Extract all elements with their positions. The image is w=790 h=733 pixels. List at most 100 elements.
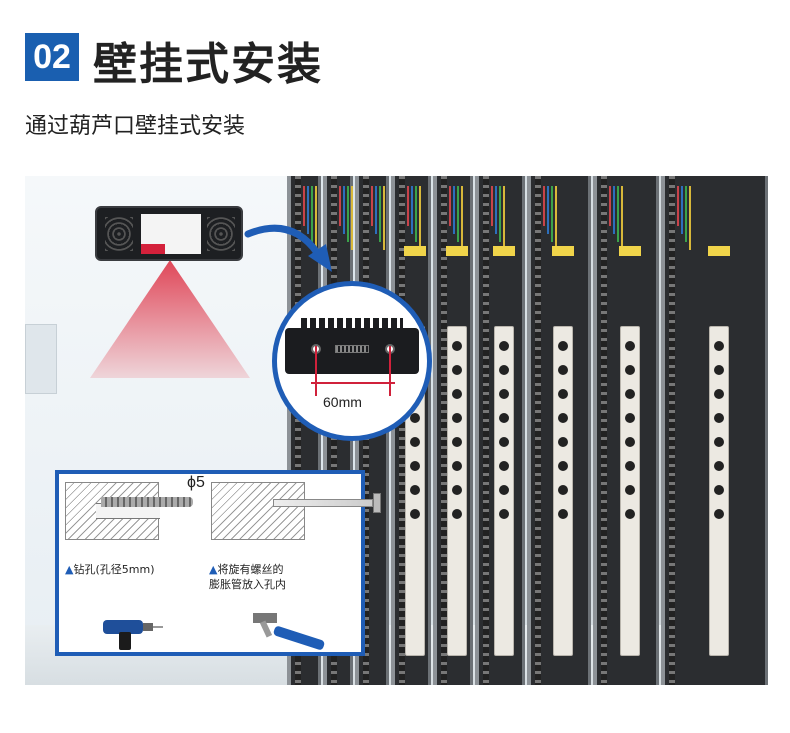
cable bbox=[681, 186, 683, 234]
hammer-icon bbox=[253, 613, 325, 650]
step-2-caption: ▲将旋有螺丝的 膨胀管放入孔内 bbox=[209, 562, 286, 592]
outlet bbox=[410, 461, 420, 471]
device-image bbox=[95, 206, 243, 261]
cable bbox=[407, 186, 409, 226]
server-rack bbox=[593, 176, 659, 685]
server-rack bbox=[475, 176, 525, 685]
hole-size-label: ϕ5 bbox=[187, 474, 205, 491]
power-strip bbox=[553, 326, 573, 656]
dimension-mark-left bbox=[315, 346, 317, 396]
rack-label bbox=[493, 246, 515, 256]
cable bbox=[503, 186, 505, 250]
cable bbox=[551, 186, 553, 242]
curved-arrow-icon bbox=[244, 224, 332, 272]
cable bbox=[307, 186, 309, 234]
outlet bbox=[499, 461, 509, 471]
outlet bbox=[499, 365, 509, 375]
mounting-detail-circle: 60mm bbox=[272, 281, 432, 441]
power-strip bbox=[494, 326, 514, 656]
cable bbox=[677, 186, 679, 226]
outlet bbox=[499, 341, 509, 351]
outlet bbox=[713, 437, 724, 447]
cable bbox=[411, 186, 413, 234]
rack-label bbox=[404, 246, 426, 256]
power-strip bbox=[447, 326, 467, 656]
outlet bbox=[558, 461, 568, 471]
server-rack bbox=[527, 176, 591, 685]
cable bbox=[685, 186, 687, 242]
server-rack bbox=[391, 176, 431, 685]
outlet bbox=[499, 389, 509, 399]
cable bbox=[457, 186, 459, 242]
section-title: 壁挂式安装 bbox=[93, 39, 323, 90]
outlet bbox=[499, 437, 509, 447]
outlet bbox=[625, 365, 635, 375]
cable bbox=[315, 186, 317, 250]
outlet bbox=[499, 485, 509, 495]
outlet bbox=[499, 413, 509, 423]
outlet bbox=[410, 485, 420, 495]
cable bbox=[613, 186, 615, 234]
installation-steps-panel: ϕ5 ▲钻孔(孔径5mm) ▲将旋有螺丝的 膨胀管放入孔内 bbox=[55, 470, 381, 656]
power-strip bbox=[708, 326, 729, 656]
outlet bbox=[713, 389, 724, 399]
cable bbox=[689, 186, 691, 250]
cable bbox=[311, 186, 313, 242]
outlet bbox=[410, 413, 420, 423]
cable bbox=[303, 186, 305, 226]
wall-section-drill bbox=[65, 482, 160, 540]
cable bbox=[453, 186, 455, 234]
wall-panel bbox=[25, 324, 57, 394]
wall-section-anchor bbox=[211, 482, 305, 540]
rack-rail bbox=[441, 176, 447, 685]
step-2-text-line2: 膨胀管放入孔内 bbox=[209, 578, 286, 591]
outlet bbox=[452, 413, 462, 423]
outlet bbox=[452, 485, 462, 495]
outlet bbox=[452, 461, 462, 471]
cable bbox=[343, 186, 345, 234]
outlet bbox=[713, 461, 724, 471]
outlet bbox=[625, 461, 635, 471]
section-number: 02 bbox=[33, 37, 71, 76]
cable bbox=[621, 186, 623, 250]
cable bbox=[547, 186, 549, 234]
dimension-label: 60mm bbox=[323, 394, 362, 410]
vent-grille-right bbox=[207, 217, 235, 251]
outlet bbox=[499, 509, 509, 519]
cable bbox=[449, 186, 451, 226]
outlet bbox=[452, 365, 462, 375]
server-room-photo: 60mm ϕ5 ▲钻孔(孔径5mm) ▲将旋有螺丝的 膨胀管放入孔内 bbox=[25, 176, 768, 685]
outlet bbox=[713, 485, 724, 495]
outlet bbox=[558, 389, 568, 399]
outlet bbox=[558, 413, 568, 423]
outlet bbox=[558, 365, 568, 375]
outlet bbox=[625, 485, 635, 495]
vent-grille-left bbox=[105, 217, 133, 251]
outlet bbox=[713, 413, 724, 423]
outlet bbox=[625, 341, 635, 351]
outlet bbox=[452, 341, 462, 351]
connector-port bbox=[335, 345, 369, 353]
step-2-text-line1: 将旋有螺丝的 bbox=[217, 563, 284, 576]
screw-head bbox=[373, 493, 381, 513]
section-number-badge: 02 bbox=[25, 33, 79, 81]
outlet bbox=[625, 437, 635, 447]
cable bbox=[491, 186, 493, 226]
device-face bbox=[141, 214, 201, 254]
outlet bbox=[625, 389, 635, 399]
outlet bbox=[713, 341, 724, 351]
outlet bbox=[713, 509, 724, 519]
rack-rail bbox=[669, 176, 675, 685]
rack-label bbox=[707, 246, 730, 256]
rack-label bbox=[446, 246, 468, 256]
dimension-line bbox=[311, 382, 395, 384]
rack-rail bbox=[295, 176, 301, 685]
dimension-mark-right bbox=[389, 346, 391, 396]
cable bbox=[371, 186, 373, 226]
rack-rail bbox=[601, 176, 607, 685]
outlet bbox=[452, 437, 462, 447]
heatsink-fins bbox=[301, 318, 403, 330]
outlet bbox=[625, 413, 635, 423]
drill-bit bbox=[101, 497, 193, 507]
cable bbox=[499, 186, 501, 242]
